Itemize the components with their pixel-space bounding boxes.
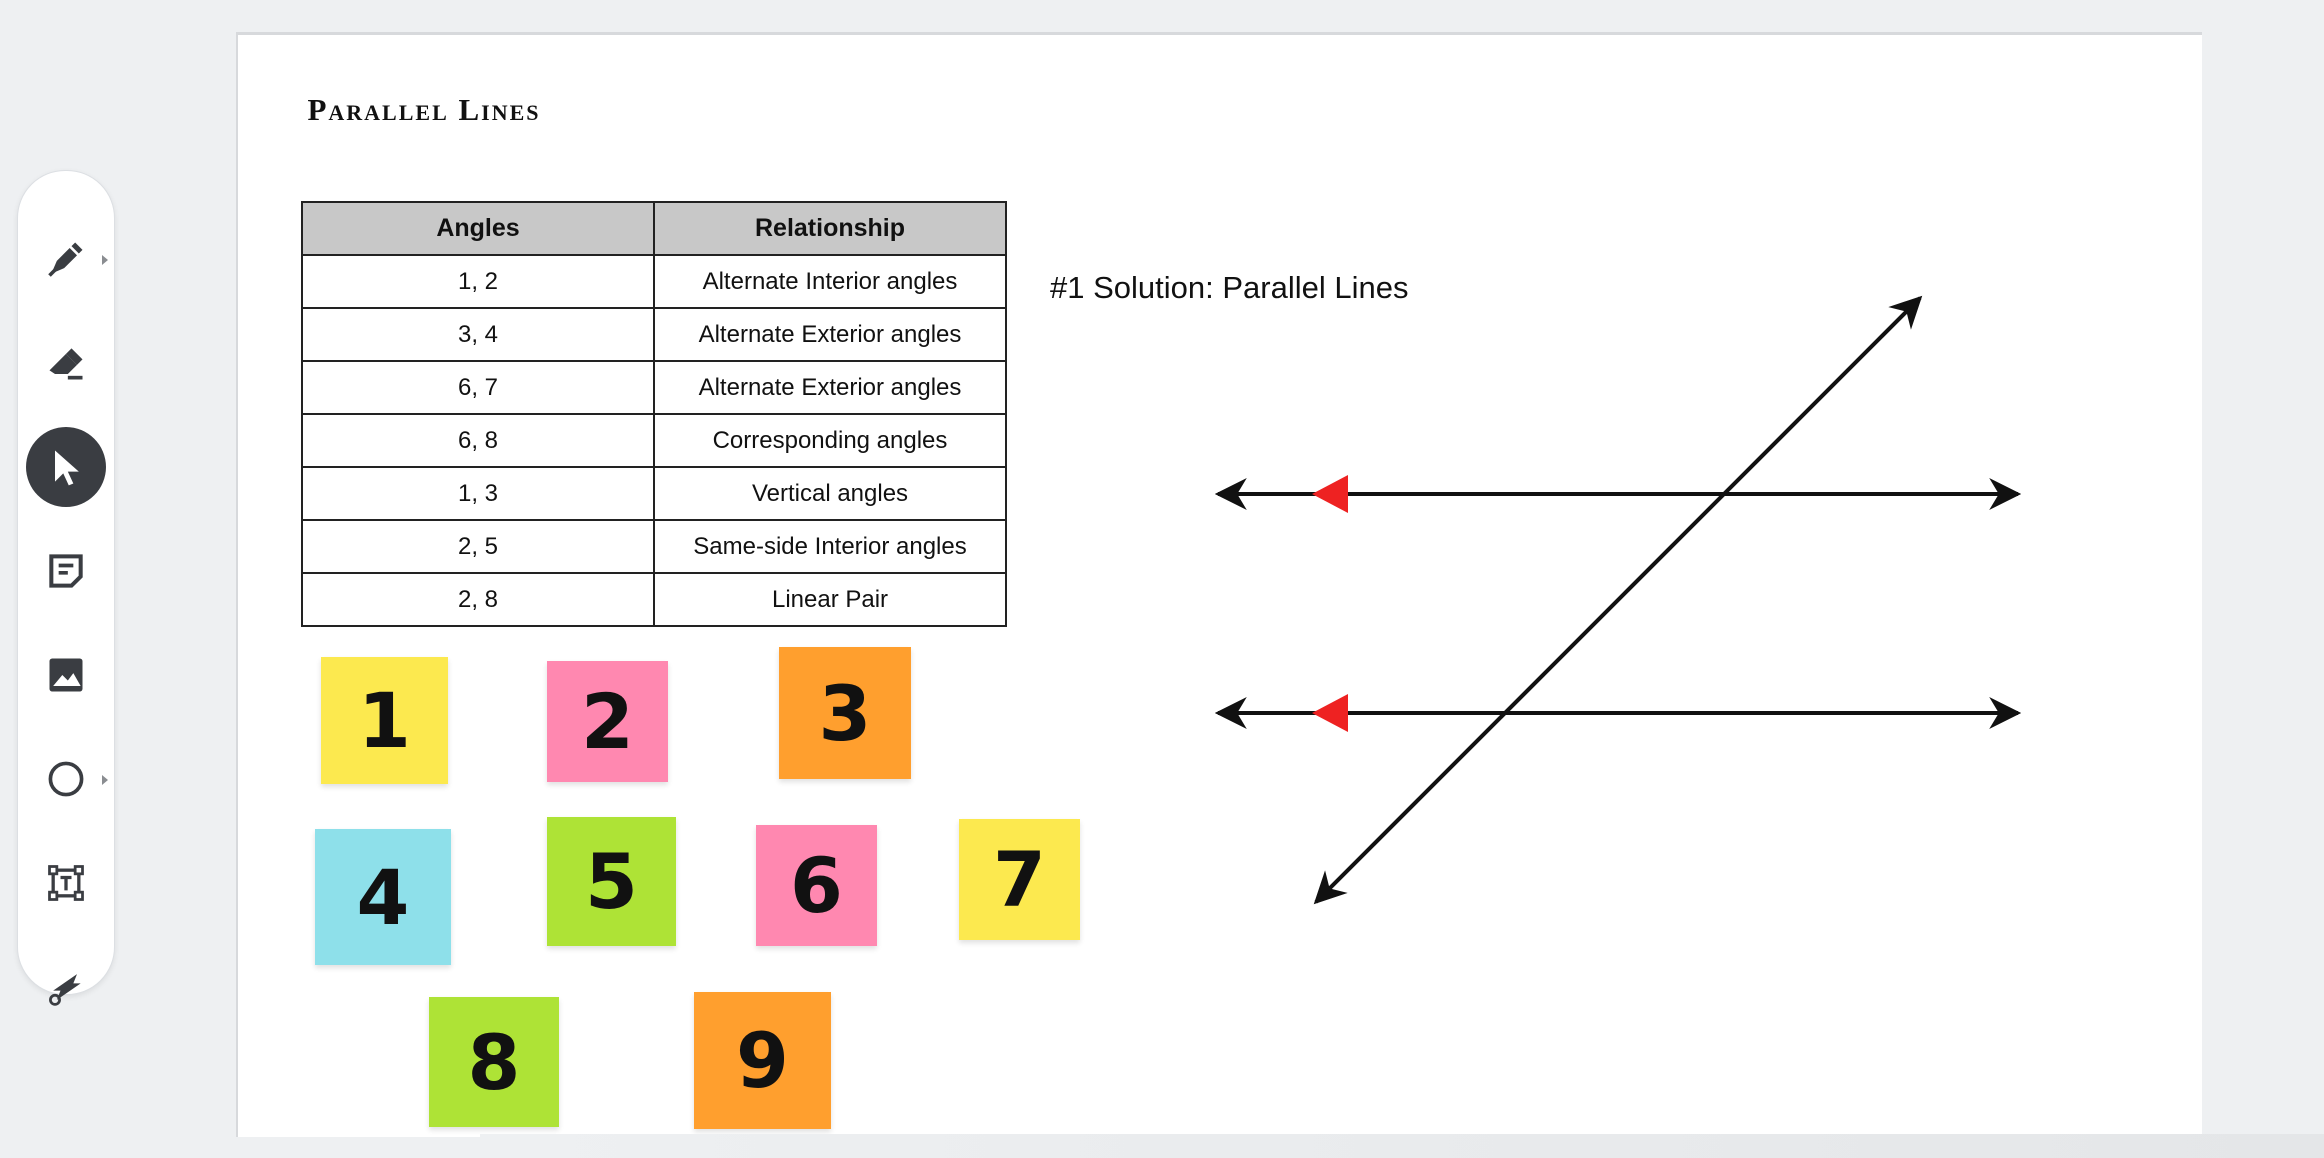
submenu-caret-icon bbox=[102, 255, 108, 265]
circle-icon bbox=[48, 761, 84, 797]
page-title: Parallel Lines bbox=[307, 92, 541, 127]
sticky-note[interactable]: 8 bbox=[429, 997, 559, 1127]
laser-icon bbox=[49, 974, 81, 1006]
eraser-tool[interactable] bbox=[26, 323, 106, 403]
pen-icon bbox=[48, 242, 83, 277]
sticky-note-tool[interactable] bbox=[26, 531, 106, 611]
sticky-note-label: 7 bbox=[993, 835, 1046, 924]
sticky-note[interactable]: 2 bbox=[547, 661, 668, 782]
canvas-bottom-edge bbox=[480, 1134, 2324, 1158]
sticky-note-label: 4 bbox=[356, 852, 410, 942]
table-row: 2, 8 Linear Pair bbox=[301, 572, 1007, 627]
sticky-note[interactable]: 1 bbox=[321, 657, 448, 784]
image-tool[interactable] bbox=[26, 635, 106, 715]
image-icon bbox=[49, 658, 83, 692]
sticky-note[interactable]: 4 bbox=[315, 829, 451, 965]
sticky-note-icon bbox=[49, 554, 83, 588]
sticky-note-label: 5 bbox=[585, 837, 638, 926]
table-cell: 1, 3 bbox=[301, 466, 655, 521]
sticky-note-label: 2 bbox=[581, 677, 634, 766]
sticky-note-label: 1 bbox=[358, 676, 411, 765]
table-row: 6, 7 Alternate Exterior angles bbox=[301, 360, 1007, 415]
sticky-note[interactable]: 6 bbox=[756, 825, 877, 946]
shape-tool[interactable] bbox=[26, 739, 108, 819]
sticky-note-label: 3 bbox=[818, 668, 872, 758]
laser-tool[interactable] bbox=[26, 947, 106, 1027]
table-header-row: Angles Relationship bbox=[301, 201, 1007, 256]
table-cell: 1, 2 bbox=[301, 254, 655, 309]
table-cell: Linear Pair bbox=[653, 572, 1007, 627]
table-cell: Vertical angles bbox=[653, 466, 1007, 521]
tool-palette bbox=[17, 170, 115, 1006]
cursor-icon bbox=[55, 450, 79, 486]
table-cell: 2, 8 bbox=[301, 572, 655, 627]
sticky-note[interactable]: 9 bbox=[694, 992, 831, 1129]
table-cell: 3, 4 bbox=[301, 307, 655, 362]
pen-tool[interactable] bbox=[26, 219, 108, 299]
text-box-icon bbox=[48, 865, 84, 901]
table-row: 6, 8 Corresponding angles bbox=[301, 413, 1007, 468]
sticky-note[interactable]: 3 bbox=[779, 647, 911, 779]
text-tool[interactable] bbox=[26, 843, 106, 923]
table-row: 2, 5 Same-side Interior angles bbox=[301, 519, 1007, 574]
sticky-note-label: 8 bbox=[467, 1017, 521, 1107]
table-cell: Alternate Exterior angles bbox=[653, 360, 1007, 415]
column-header-relationship: Relationship bbox=[653, 201, 1007, 256]
sticky-note[interactable]: 5 bbox=[547, 817, 676, 946]
table-cell: Alternate Interior angles bbox=[653, 254, 1007, 309]
sticky-note[interactable]: 7 bbox=[959, 819, 1080, 940]
table-row: 1, 3 Vertical angles bbox=[301, 466, 1007, 521]
table-cell: 6, 8 bbox=[301, 413, 655, 468]
sticky-note-label: 9 bbox=[736, 1016, 789, 1105]
angles-table: Angles Relationship 1, 2 Alternate Inter… bbox=[301, 201, 1007, 627]
table-row: 1, 2 Alternate Interior angles bbox=[301, 254, 1007, 309]
table-cell: Corresponding angles bbox=[653, 413, 1007, 468]
table-cell: Alternate Exterior angles bbox=[653, 307, 1007, 362]
solution-label: #1 Solution: Parallel Lines bbox=[1050, 270, 1409, 305]
eraser-icon bbox=[49, 348, 83, 380]
sticky-note-label: 6 bbox=[790, 841, 843, 930]
table-cell: 6, 7 bbox=[301, 360, 655, 415]
select-tool[interactable] bbox=[26, 427, 106, 507]
table-cell: Same-side Interior angles bbox=[653, 519, 1007, 574]
table-cell: 2, 5 bbox=[301, 519, 655, 574]
column-header-angles: Angles bbox=[301, 201, 655, 256]
submenu-caret-icon bbox=[102, 775, 108, 785]
table-row: 3, 4 Alternate Exterior angles bbox=[301, 307, 1007, 362]
